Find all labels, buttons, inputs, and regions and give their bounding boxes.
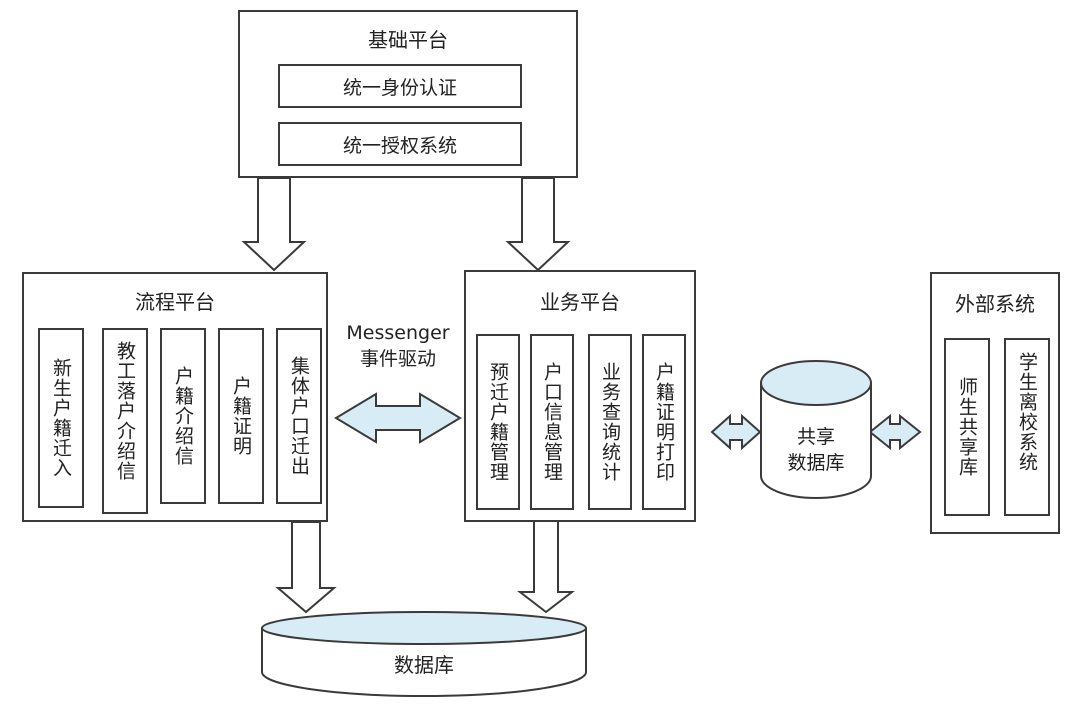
business-item-prereg: 预迁户籍管理 bbox=[476, 334, 520, 510]
process-platform: 流程平台 新生户籍迁入 教工落户介绍信 户籍介绍信 户籍证明 集体户口迁出 bbox=[22, 272, 328, 522]
process-item-staff-settle: 教工落户介绍信 bbox=[102, 328, 148, 514]
shared-db-line1: 共享 bbox=[796, 426, 835, 448]
messenger-line1: Messenger bbox=[346, 322, 450, 344]
database-label: 数据库 bbox=[394, 653, 454, 677]
process-item-intro-letter: 户籍介绍信 bbox=[160, 328, 206, 504]
process-item-collective-move-out: 集体户口迁出 bbox=[276, 328, 322, 504]
business-item-household-info: 户口信息管理 bbox=[530, 334, 574, 510]
business-item-proof-print: 户籍证明打印 bbox=[642, 334, 686, 510]
database-cylinder bbox=[261, 611, 587, 697]
arrow-process-to-database bbox=[275, 521, 337, 614]
process-item-label: 教工落户介绍信 bbox=[114, 341, 136, 481]
unified-authorization-system: 统一授权系统 bbox=[278, 122, 522, 166]
process-platform-title: 流程平台 bbox=[135, 290, 215, 314]
business-platform: 业务平台 预迁户籍管理 户口信息管理 业务查询统计 户籍证明打印 bbox=[464, 270, 696, 522]
external-item-label: 学生离校系统 bbox=[1016, 352, 1038, 472]
arrow-base-to-business bbox=[505, 177, 571, 272]
business-item-label: 户口信息管理 bbox=[541, 362, 563, 482]
business-item-query-stats: 业务查询统计 bbox=[588, 334, 632, 510]
arrow-business-to-database bbox=[517, 519, 575, 614]
external-system-title: 外部系统 bbox=[955, 292, 1035, 316]
external-item-label: 师生共享库 bbox=[956, 377, 978, 477]
shared-db-line2: 数据库 bbox=[787, 452, 845, 474]
base-platform: 基础平台 统一身份认证 统一授权系统 bbox=[238, 10, 578, 178]
unified-identity-auth: 统一身份认证 bbox=[278, 64, 522, 108]
process-item-label: 户籍介绍信 bbox=[172, 366, 194, 466]
business-item-label: 预迁户籍管理 bbox=[487, 362, 509, 482]
external-item-leaving-system: 学生离校系统 bbox=[1004, 338, 1050, 516]
process-item-label: 新生户籍迁入 bbox=[50, 358, 72, 478]
process-item-new-student: 新生户籍迁入 bbox=[38, 328, 84, 508]
business-item-label: 业务查询统计 bbox=[599, 362, 621, 482]
business-item-label: 户籍证明打印 bbox=[653, 362, 675, 482]
process-item-household-proof: 户籍证明 bbox=[218, 328, 264, 504]
arrow-base-to-process bbox=[241, 177, 307, 272]
shareddb-external-double-arrow bbox=[868, 413, 922, 451]
external-item-shared-lib: 师生共享库 bbox=[944, 338, 990, 516]
process-item-label: 集体户口迁出 bbox=[288, 356, 310, 476]
external-system: 外部系统 师生共享库 学生离校系统 bbox=[930, 272, 1060, 534]
business-shareddb-double-arrow bbox=[710, 413, 762, 451]
business-platform-title: 业务平台 bbox=[540, 290, 620, 314]
messenger-line2: 事件驱动 bbox=[359, 348, 436, 370]
messenger-double-arrow bbox=[334, 392, 462, 444]
messenger-label: Messenger 事件驱动 bbox=[336, 320, 460, 372]
process-item-label: 户籍证明 bbox=[230, 376, 252, 456]
shared-database-cylinder bbox=[760, 360, 872, 499]
base-platform-title: 基础平台 bbox=[368, 28, 448, 52]
shared-database-label: 共享 数据库 bbox=[761, 424, 871, 476]
